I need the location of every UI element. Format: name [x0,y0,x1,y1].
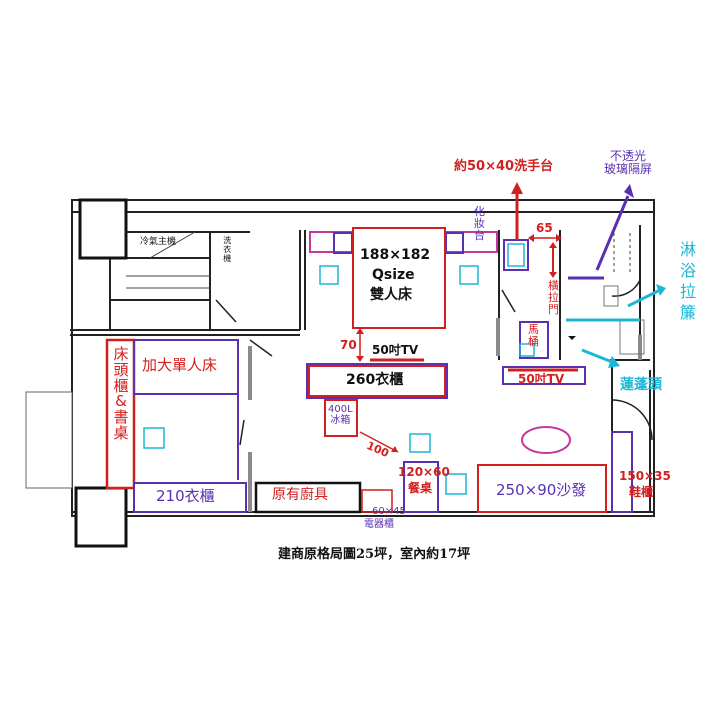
curtain-label-4: 簾 [680,303,697,322]
sliding-door-label: 橫 拉 門 [548,279,559,317]
sink-label: 約50×40洗手台 [454,159,554,174]
appliance-name-label: 電器櫃 [364,519,394,530]
vanity-label: 化 妝 台 [474,205,485,243]
toilet-label: 馬 桶 [528,323,539,349]
single-bed-label: 加大單人床 [142,356,218,374]
dining-name-label: 餐桌 [408,481,433,495]
bed-size-label: 188×182 [360,247,431,263]
dining-size-label: 120×60 [398,465,450,479]
dim-70-label: 70 [340,338,357,352]
dim-65-label: 65 [536,221,553,235]
bed-type-label: Qsize [372,267,415,283]
wardrobe-260-label: 260衣櫃 [346,372,404,388]
plan-caption: 建商原格局圖25坪，室內約17坪 [278,547,471,562]
tv-50-bedroom-label: 50吋TV [372,343,419,357]
bed-name-label: 雙人床 [370,287,412,303]
shoe-size-label: 150×35 [619,469,671,483]
shower-head-label: 蓮蓬頭 [620,377,662,393]
tv-50-bath-label: 50吋TV [518,372,565,386]
appliance-size-label: 60×45 [372,506,406,517]
sofa-label: 250×90沙發 [496,481,587,499]
nightstand-desk-label: 床 頭 櫃 & 書 桌 [113,345,129,442]
wardrobe-210-label: 210衣櫃 [156,487,215,505]
shoe-name-label: 鞋櫃 [629,485,654,499]
curtain-label-1: 淋 [680,240,697,259]
curtain-label-2: 浴 [680,261,697,280]
curtain-label-3: 拉 [680,282,697,301]
fridge-label: 400L 冰箱 [328,404,353,426]
glass-screen-label: 不透光 玻璃隔屏 [604,149,653,177]
kitchen-label: 原有廚具 [272,487,328,503]
washer-label: 洗衣機 [222,236,232,263]
ac-unit-label: 冷氣主機 [140,237,177,247]
